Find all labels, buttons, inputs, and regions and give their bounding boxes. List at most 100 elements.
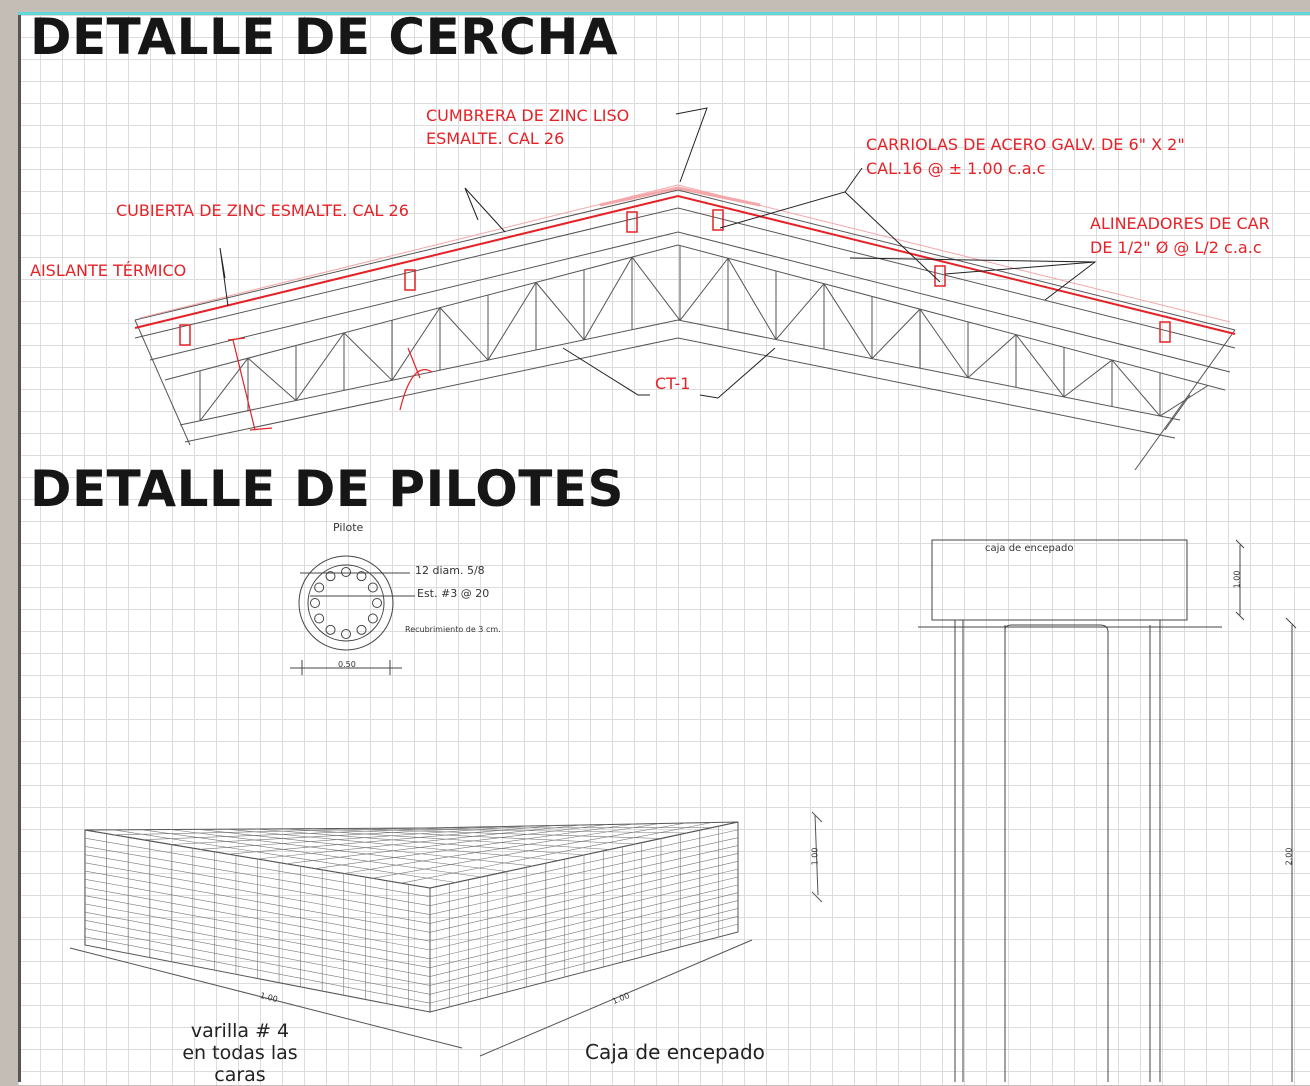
leader-lines bbox=[219, 107, 1097, 399]
cage-bar bbox=[429, 868, 739, 942]
cage-caption-line1: varilla # 4 bbox=[190, 1020, 290, 1042]
truss-web bbox=[391, 307, 441, 381]
truss-web bbox=[823, 283, 873, 359]
truss-drawing bbox=[134, 189, 1236, 471]
truss-web bbox=[343, 332, 393, 381]
cage-caption-line3: caras bbox=[214, 1064, 266, 1086]
pile-rebar bbox=[356, 571, 367, 582]
pile-rebar bbox=[314, 613, 325, 624]
aligners-note-line1: ALINEADORES DE CAR bbox=[1090, 214, 1270, 233]
purlins-note-line2: CAL.16 @ ± 1.00 c.a.c bbox=[866, 159, 1046, 178]
cage-bar bbox=[372, 822, 686, 879]
pile-stirrups-label: Est. #3 @ 20 bbox=[417, 587, 490, 600]
truss-web bbox=[631, 256, 681, 321]
truss-web bbox=[199, 357, 249, 422]
truss-web bbox=[919, 308, 969, 379]
truss-web bbox=[871, 308, 921, 359]
pile-rebar bbox=[367, 582, 378, 593]
purlin-clip bbox=[404, 269, 416, 291]
cage-bar bbox=[429, 845, 739, 915]
truss-dimension bbox=[227, 337, 433, 431]
pile-diameter-label: 0.50 bbox=[338, 660, 356, 669]
pile-rebar bbox=[310, 598, 320, 608]
cap-label: caja de encepado bbox=[985, 543, 1074, 554]
cage-bar bbox=[429, 876, 739, 951]
pile-section-label: Pilote bbox=[333, 521, 364, 534]
truss-web bbox=[247, 357, 297, 401]
cage-bar bbox=[429, 837, 739, 907]
pile-rebars bbox=[310, 567, 382, 639]
cage-bar bbox=[84, 928, 431, 995]
cage-bar bbox=[84, 936, 431, 1004]
truss-web bbox=[439, 307, 489, 361]
cage-bar bbox=[84, 854, 431, 915]
ridge-note-line1: CUMBRERA DE ZINC LISO bbox=[426, 106, 630, 125]
cage-caption-line2: en todas las bbox=[182, 1042, 298, 1064]
cage-bar bbox=[396, 827, 713, 829]
cage-bar bbox=[429, 884, 739, 960]
cage-caption-rebar: varilla # 4 en todas las caras bbox=[130, 1020, 350, 1086]
cage-bar bbox=[429, 860, 739, 933]
cage-bar bbox=[429, 829, 739, 898]
truss-tag: CT-1 bbox=[655, 374, 691, 393]
pile-rebar bbox=[356, 624, 367, 635]
cage-caption: Caja de encepado bbox=[585, 1040, 765, 1064]
ridge-note-line2: ESMALTE. CAL 26 bbox=[426, 129, 565, 148]
roof-note: CUBIERTA DE ZINC ESMALTE. CAL 26 bbox=[116, 201, 409, 220]
truss-web bbox=[535, 282, 585, 341]
truss-web bbox=[1015, 334, 1065, 398]
cage-bar bbox=[84, 837, 431, 898]
cage-bar bbox=[401, 822, 712, 884]
cage-bar bbox=[429, 892, 739, 969]
truss-title: DETALLE DE CERCHA bbox=[30, 8, 619, 66]
truss-web bbox=[1159, 385, 1209, 417]
truss-web bbox=[679, 257, 729, 321]
aligners-note-line2: DE 1/2" Ø @ L/2 c.a.c bbox=[1090, 238, 1262, 257]
cage-bar bbox=[84, 903, 431, 969]
cage-bar bbox=[314, 823, 634, 869]
pile-cover-label: Recubrimiento de 3 cm. bbox=[405, 625, 501, 634]
truss-web bbox=[967, 334, 1017, 379]
pile-rebar bbox=[325, 624, 336, 635]
cage-hatch bbox=[84, 822, 739, 1008]
cage-bar bbox=[84, 862, 431, 924]
cage-bar bbox=[84, 895, 431, 960]
purlin-clip bbox=[712, 209, 724, 231]
purlin-clip bbox=[179, 324, 191, 346]
purlins-note-line1: CARRIOLAS DE ACERO GALV. DE 6" X 2" bbox=[866, 135, 1185, 154]
truss-web bbox=[1063, 359, 1113, 398]
cage-bar bbox=[84, 887, 431, 951]
cage-bar bbox=[84, 920, 431, 986]
sheet-left-edge bbox=[18, 15, 21, 1082]
cage-bar bbox=[84, 911, 431, 977]
truss-web bbox=[295, 332, 345, 401]
cage-bar bbox=[429, 908, 739, 986]
cage-bar bbox=[429, 853, 739, 924]
pile-rebar bbox=[372, 598, 382, 608]
pile-rebar bbox=[367, 613, 378, 624]
insulation-note: AISLANTE TÉRMICO bbox=[30, 261, 187, 280]
cage-bar bbox=[429, 923, 739, 1004]
purlin-clip bbox=[1159, 321, 1171, 343]
cage-dim-h: 1.00 bbox=[810, 847, 820, 866]
pile-length-dim: 2.00 bbox=[1284, 847, 1294, 866]
cage-bar bbox=[429, 915, 739, 995]
truss-web bbox=[1111, 359, 1161, 417]
pile-rebar bbox=[314, 582, 325, 593]
pile-rebar bbox=[341, 567, 351, 577]
pile-elevation bbox=[918, 539, 1297, 1082]
cap-dim: 1.00 bbox=[1232, 570, 1242, 589]
purlin-clip bbox=[934, 265, 946, 287]
purlin-clips bbox=[179, 209, 1171, 346]
purlin-clip bbox=[626, 211, 638, 233]
truss-web bbox=[583, 256, 633, 341]
pile-rebar bbox=[325, 571, 336, 582]
pile-rebar bbox=[341, 629, 351, 639]
truss-web bbox=[487, 282, 537, 361]
pile-bars-label: 12 diam. 5/8 bbox=[415, 564, 485, 577]
cage-bar bbox=[84, 846, 431, 907]
truss-webs bbox=[199, 245, 1209, 422]
roof-sheeting bbox=[134, 184, 1236, 335]
